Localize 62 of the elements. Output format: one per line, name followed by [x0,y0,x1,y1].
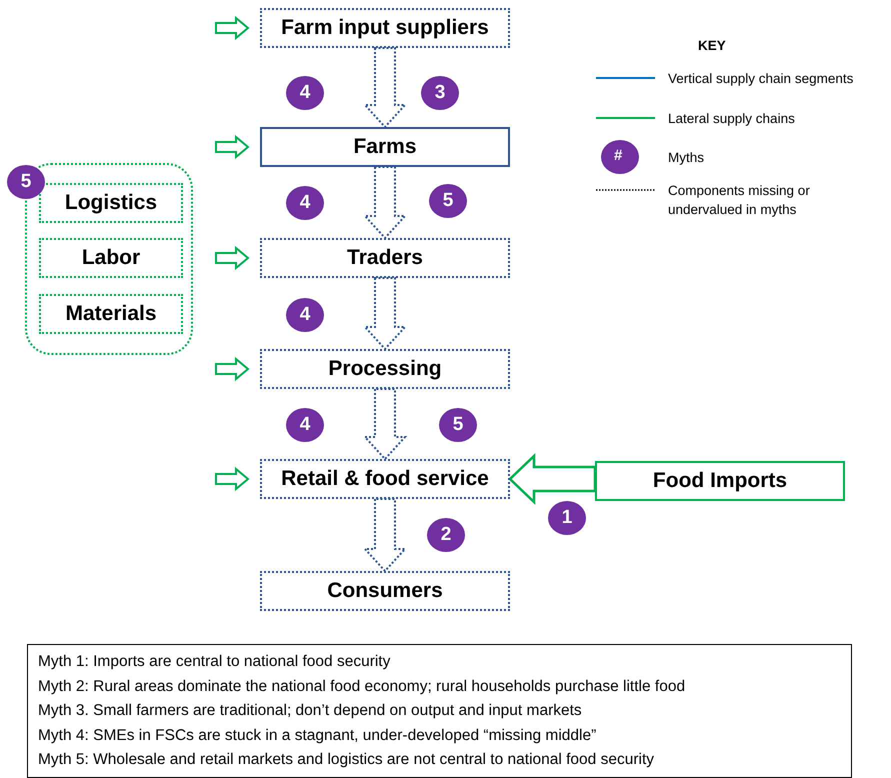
block-arrow [215,16,250,40]
block-arrow [508,453,596,505]
stage-box [260,238,510,278]
stage-label: Processing [328,357,442,381]
stage-label: Labor [82,246,140,270]
myth-badge [427,518,465,552]
block-arrow [215,356,250,382]
myth-statement: Myth 2: Rural areas dominate the national food economy; rural households purchase little food [38,676,686,696]
stage-box [595,461,845,501]
block-arrow [362,388,408,460]
stage-box [260,349,510,389]
myth-badge [439,408,477,442]
myth-number: 4 [300,192,310,214]
legend-label: Lateral supply chains [668,110,796,128]
myth-number: 4 [300,82,310,104]
block-arrow [362,498,408,572]
stage-box [260,127,510,167]
legend-title: KEY [698,38,726,53]
myths-panel [27,644,852,778]
legend-symbol: # [614,147,622,164]
myth-statement: Myth 3. Small farmers are traditional; don’t depend on output and input markets [38,701,582,721]
myth-badge [286,76,324,110]
block-arrow [362,166,408,240]
myth-badge [286,298,324,332]
myth-badge [548,501,586,535]
stage-label: Materials [65,302,157,326]
stage-box [260,571,510,611]
legend-label: Vertical supply chain segments [668,70,854,88]
myth-number: 2 [440,524,452,546]
myth-badge [286,408,324,442]
myth-number: 5 [452,414,464,436]
legend-label: Components missing or undervalued in myths [668,182,811,219]
stage-label: Retail & food service [281,467,489,491]
block-arrow [215,134,250,160]
myth-number: 5 [20,171,32,193]
legend-label: Myths [668,149,706,167]
stage-box [260,8,510,48]
myth-number: 5 [442,190,454,212]
myth-number: 4 [300,414,310,436]
myth-number: 4 [300,304,310,326]
input-box [39,294,183,334]
myth-badge [421,76,459,110]
input-box [39,238,183,278]
myth-statement: Myth 5: Wholesale and retail markets and logistics are not central to national food security [38,750,654,770]
myth-number: 3 [434,82,446,104]
stage-label: Food Imports [652,469,788,493]
stage-label: Farm input suppliers [281,16,489,40]
myth-statement: Myth 4: SMEs in FSCs are stuck in a stagnant, under-developed “missing middle” [38,726,596,746]
stage-label: Traders [347,246,423,270]
myth-badge [7,165,45,199]
myth-badge [429,184,467,218]
stage-label: Consumers [327,579,443,603]
block-arrow [215,466,250,492]
myth-number: 1 [562,507,572,529]
myth-statement: Myth 1: Imports are central to national food security [38,652,390,672]
block-arrow [362,277,408,350]
block-arrow [362,47,408,128]
stage-label: Farms [353,135,417,159]
stage-label: Logistics [64,191,158,215]
block-arrow [215,246,250,270]
myth-badge [286,186,324,220]
stage-box [260,459,510,499]
